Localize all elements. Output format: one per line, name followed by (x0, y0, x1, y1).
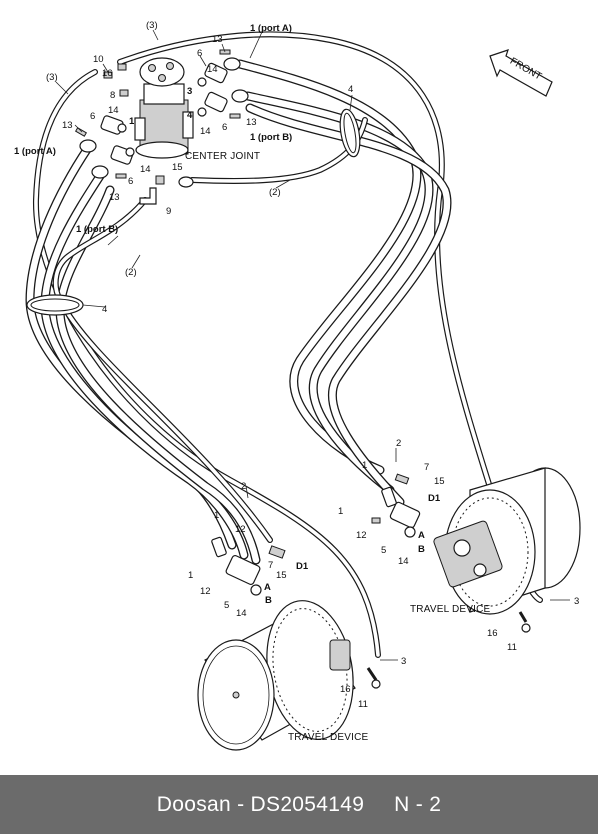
footer-brand-part: Doosan - DS2054149 (156, 792, 365, 816)
port-fittings-left (74, 63, 135, 179)
label-3-center: 3 (187, 86, 192, 97)
label-2-right: 2 (396, 438, 401, 449)
label-14-top: 14 (207, 64, 218, 75)
label-a-left: A (264, 582, 271, 593)
label-14-left: 14 (108, 105, 119, 116)
hose-clamp-top (339, 108, 361, 158)
label-4-top: 4 (348, 84, 353, 95)
label-1-center: 1 (129, 116, 135, 127)
label-1-left-b: 1 (188, 570, 193, 581)
label-3-left-low: 3 (401, 656, 406, 667)
label-13-top: 13 (212, 34, 223, 45)
label-1-left-a: 1 (214, 510, 219, 521)
label-1-port-a-left: 1 (port A) (14, 146, 56, 157)
label-b-right: B (418, 544, 425, 555)
label-2-top: (2) (269, 187, 281, 198)
label-6-left-2: 6 (128, 176, 133, 187)
label-6-mid: 6 (222, 122, 227, 133)
label-6-left: 6 (90, 111, 95, 122)
center-joint (134, 57, 194, 159)
label-14-left-2: 14 (140, 164, 151, 175)
hose-clamp-left (26, 294, 84, 316)
label-6-top: 6 (197, 48, 202, 59)
label-a-right: A (418, 530, 425, 541)
footer-text: Doosan - DS2054149 N - 2 (157, 793, 441, 817)
label-d1-left: D1 (296, 561, 309, 572)
label-3-left: (3) (46, 72, 58, 83)
part-labels: (3) (3) 13 1 (port A) 10 16 6 14 3 4 14 … (14, 20, 579, 743)
label-5-right: 5 (381, 545, 386, 556)
label-7-left: 7 (268, 560, 273, 571)
caption-center-joint: CENTER JOINT (185, 151, 260, 162)
label-1-port-b-left: 1 (port B) (76, 224, 118, 235)
label-16-top: 16 (102, 68, 113, 79)
label-4-center: 4 (187, 110, 193, 121)
caption-travel-device-left: TRAVEL DEVICE (288, 732, 369, 743)
label-13-left: 13 (62, 120, 73, 131)
label-1-port-a-top: 1 (port A) (250, 23, 292, 34)
front-direction-arrow: FRONT (489, 49, 553, 97)
travel-device-right (371, 467, 581, 633)
footer-page-number: N - 2 (394, 792, 442, 816)
label-13-mid: 13 (246, 117, 257, 128)
label-1-right-a: 1 (362, 460, 367, 471)
label-9: 9 (166, 206, 171, 217)
label-16-right: 16 (487, 628, 498, 639)
label-16-left-low: 16 (340, 684, 351, 695)
label-3-right: 3 (574, 596, 579, 607)
label-15-left: 15 (276, 570, 287, 581)
label-8: 8 (110, 90, 115, 101)
label-5-left: 5 (224, 600, 229, 611)
label-1-port-b-top: 1 (port B) (250, 132, 292, 143)
label-1-right-b: 1 (338, 506, 343, 517)
hydraulic-travel-hose-diagram: FRONT (3) (3) 13 1 (port A) 10 16 6 14 3… (14, 20, 581, 751)
label-10: 10 (93, 54, 104, 65)
label-7-right: 7 (424, 462, 429, 473)
label-14-left-low: 14 (236, 608, 247, 619)
hose-group (25, 31, 543, 658)
label-13-left-2: 13 (109, 192, 120, 203)
label-15-top: 15 (172, 162, 183, 173)
label-12-left-a: 12 (235, 524, 246, 535)
footer-bar: Doosan - DS2054149 N - 2 (0, 775, 598, 834)
label-14-right: 14 (398, 556, 409, 567)
label-11-right: 11 (507, 642, 517, 653)
caption-travel-device-right: TRAVEL DEVICE (410, 604, 491, 615)
travel-device-left (197, 536, 381, 751)
drain-fittings (139, 175, 194, 205)
leader-lines (55, 29, 570, 661)
label-14-mid: 14 (200, 126, 211, 137)
label-4-left: 4 (102, 304, 107, 315)
label-15-right: 15 (434, 476, 445, 487)
label-b-left: B (265, 595, 272, 606)
label-11-left-low: 11 (358, 699, 368, 710)
label-12-right: 12 (356, 530, 367, 541)
label-d1-right: D1 (428, 493, 441, 504)
port-fittings-top (197, 49, 249, 119)
label-2-left-low: 2 (241, 481, 246, 492)
label-3-top: (3) (146, 20, 158, 31)
label-12-left-b: 12 (200, 586, 211, 597)
label-2-left: (2) (125, 267, 137, 278)
